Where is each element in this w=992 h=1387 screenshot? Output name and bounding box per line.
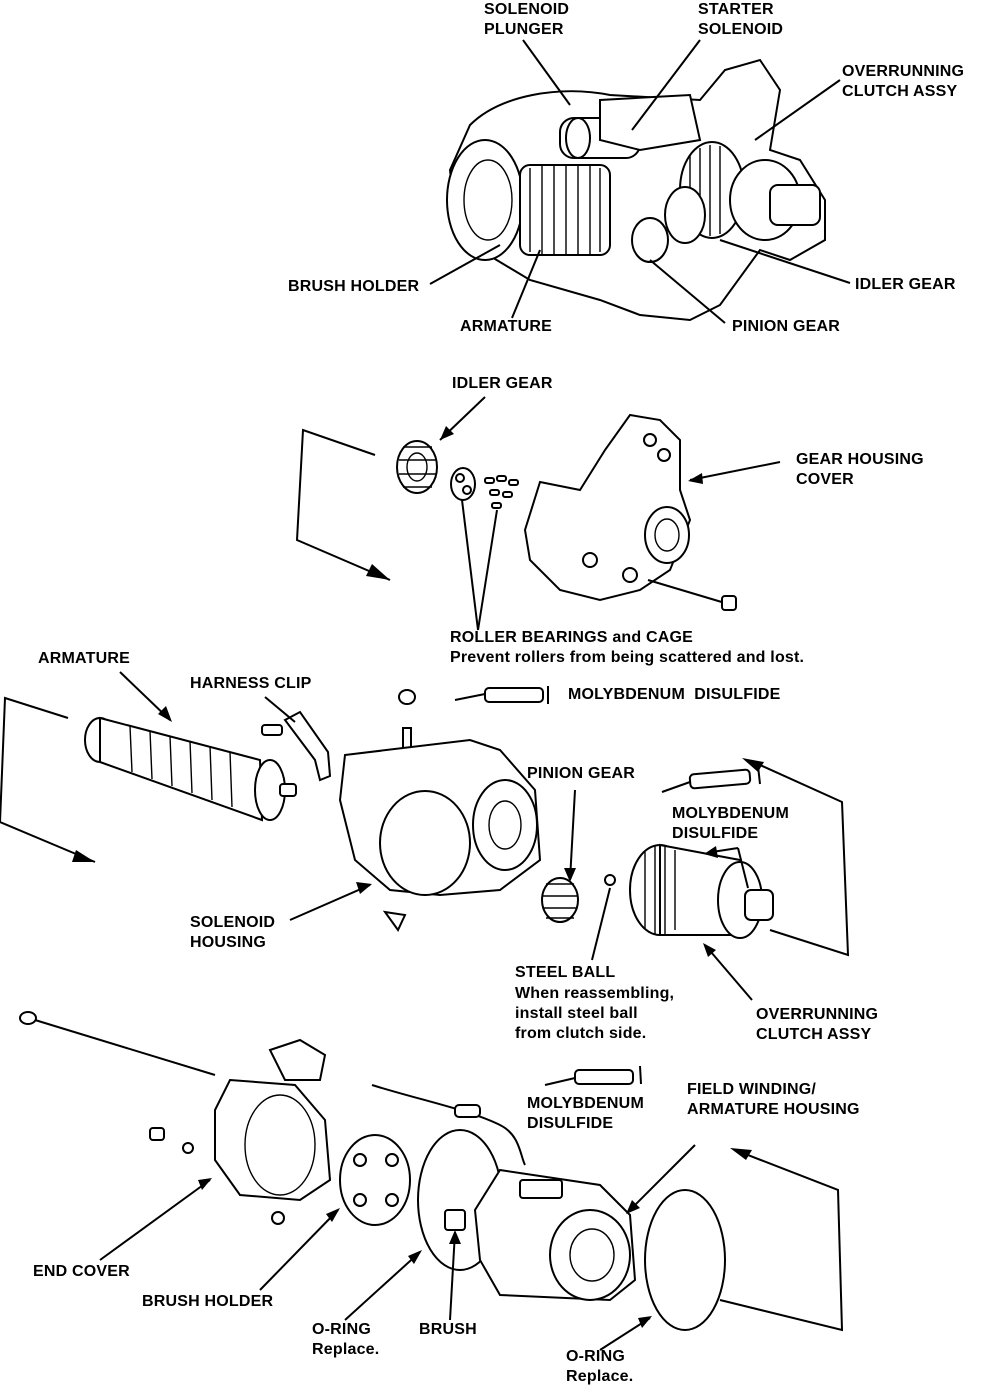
label-steel-ball: STEEL BALL	[515, 964, 616, 981]
label-armature-top: ARMATURE	[460, 318, 552, 335]
label-overrunning-clutch-mid: OVERRUNNING CLUTCH ASSY	[756, 1006, 879, 1043]
label-starter-solenoid: STARTER SOLENOID	[698, 1, 784, 38]
label-molybdenum-2: MOLYBDENUM DISULFIDE	[672, 805, 789, 842]
label-o-ring-2: O-RING Replace.	[566, 1348, 634, 1385]
label-pinion-gear-mid: PINION GEAR	[527, 765, 635, 782]
label-end-cover: END COVER	[33, 1263, 130, 1280]
label-field-winding: FIELD WINDING/ ARMATURE HOUSING	[687, 1081, 860, 1118]
label-brush-holder-top: BRUSH HOLDER	[288, 278, 420, 295]
label-solenoid-housing: SOLENOID HOUSING	[190, 914, 276, 951]
gear-housing-cover-group	[295, 396, 781, 631]
label-molybdenum-3: MOLYBDENUM DISULFIDE	[527, 1095, 644, 1132]
label-molybdenum-1: MOLYBDENUM DISULFIDE	[568, 686, 781, 703]
label-idler-gear-mid: IDLER GEAR	[452, 375, 553, 392]
field-winding-group	[19, 1011, 844, 1351]
assembled-starter-illustration	[429, 39, 851, 324]
molybdenum-tube-2	[661, 765, 761, 793]
label-roller-bearings: ROLLER BEARINGS and CAGE	[450, 629, 694, 646]
label-steel-ball-note: When reassembling, install steel ball fr…	[515, 985, 675, 1042]
label-roller-bearings-note: Prevent rollers from being scattered and…	[450, 649, 805, 666]
molybdenum-tube-1	[454, 686, 549, 704]
label-brush: BRUSH	[419, 1321, 477, 1338]
label-pinion-gear-top: PINION GEAR	[732, 318, 840, 335]
label-brush-holder-bottom: BRUSH HOLDER	[142, 1293, 274, 1310]
label-idler-gear-top: IDLER GEAR	[855, 276, 956, 293]
label-armature-mid: ARMATURE	[38, 650, 130, 667]
label-gear-housing-cover: GEAR HOUSING COVER	[796, 451, 924, 488]
label-overrunning-clutch-top: OVERRUNNING CLUTCH ASSY	[842, 63, 965, 100]
label-solenoid-plunger: SOLENOID PLUNGER	[484, 1, 570, 38]
molybdenum-tube-3	[544, 1065, 642, 1086]
label-harness-clip: HARNESS CLIP	[190, 675, 312, 692]
label-o-ring-1: O-RING Replace.	[312, 1321, 380, 1358]
solenoid-housing-group	[0, 671, 850, 1001]
